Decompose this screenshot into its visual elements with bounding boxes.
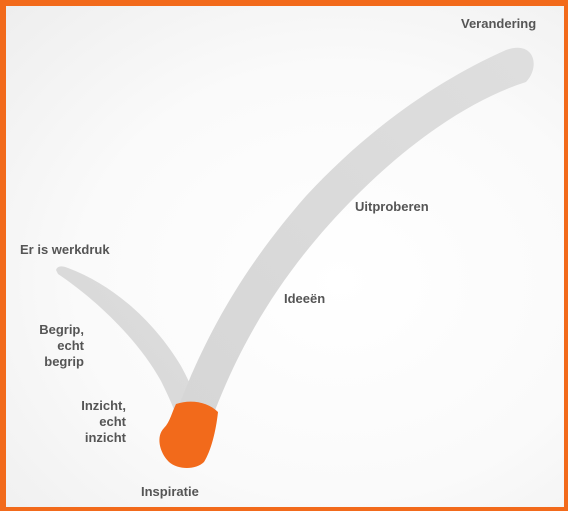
label-inzicht: Inzicht, echt inzicht — [81, 398, 126, 445]
checkmark-left-arm — [56, 266, 206, 438]
diagram-background: Verandering Uitproberen Ideeën Er is wer… — [6, 6, 564, 507]
label-begrip: Begrip, echt begrip — [39, 322, 84, 369]
label-inspiratie: Inspiratie — [141, 484, 199, 499]
checkmark-right-arm — [174, 47, 534, 422]
label-er-is-werkdruk: Er is werkdruk — [20, 242, 110, 257]
checkmark-curve-diagram — [56, 47, 534, 468]
label-uitproberen: Uitproberen — [355, 199, 429, 214]
label-ideeen: Ideeën — [284, 291, 326, 306]
label-verandering: Verandering — [461, 16, 537, 31]
inspiration-marker — [159, 401, 218, 468]
